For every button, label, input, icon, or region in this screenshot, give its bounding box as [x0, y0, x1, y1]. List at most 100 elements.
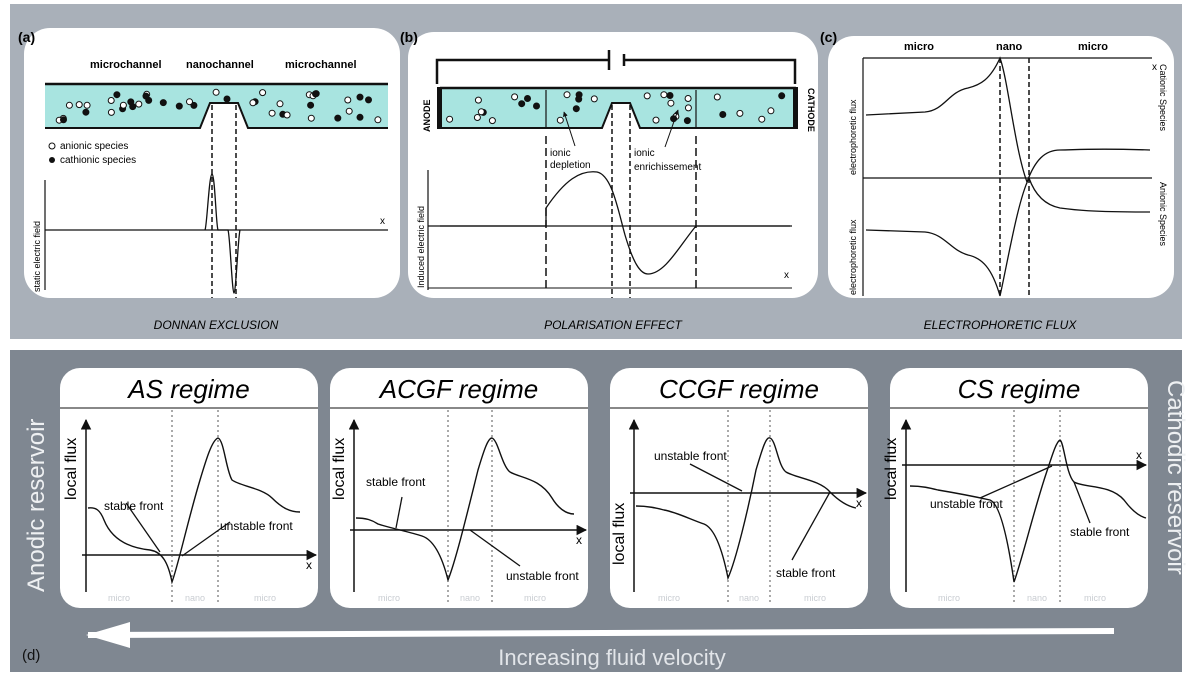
local-flux-curve — [635, 437, 857, 581]
cation-dot — [82, 108, 90, 116]
velocity-arrow — [86, 622, 1114, 648]
anion-legend-icon — [48, 142, 56, 150]
cation-dot — [142, 92, 150, 100]
axis-x-label-c: x — [1152, 62, 1157, 73]
zone-label: nano — [460, 593, 480, 603]
anion-dot — [473, 114, 481, 121]
anion-dot — [767, 107, 775, 115]
panel-d-letter: (d) — [22, 647, 40, 664]
depletion-label-2: depletion — [550, 160, 591, 171]
axis-x-label: x — [1136, 448, 1142, 462]
anion-dot — [758, 115, 766, 123]
cation-dot — [312, 90, 319, 98]
stable-front-label: stable front — [776, 566, 836, 580]
anion-dot — [119, 101, 127, 109]
cation-dot — [334, 114, 342, 122]
unstable-front-pointer — [469, 529, 521, 567]
unstable-front-label: unstable front — [220, 519, 293, 533]
label-nano-c: nano — [996, 41, 1023, 53]
axis-y-label: local flux — [611, 503, 628, 565]
zone-label: nano — [185, 593, 205, 603]
stable-front-label: stable front — [104, 499, 164, 513]
stable-front-pointer — [395, 496, 403, 529]
cation-legend-icon — [49, 157, 55, 163]
anion-dot — [307, 114, 315, 122]
local-flux-curve — [909, 439, 1147, 583]
anion-dot — [186, 98, 193, 106]
anion-dot — [249, 99, 257, 107]
right-label-anionic: Anionic Species — [1158, 182, 1168, 247]
panel-c-card — [828, 36, 1174, 298]
label-nanochannel: nanochannel — [186, 59, 254, 71]
label-micro-left-c: micro — [904, 41, 934, 53]
axis-y-label: local flux — [63, 438, 80, 500]
cation-dot — [190, 101, 198, 109]
cation-dot — [365, 96, 372, 104]
unstable-front-pointer — [689, 463, 743, 492]
cathode-electrode — [793, 87, 798, 129]
curve-static-field — [204, 173, 241, 294]
panel-c: (c) micro nano micro x electrophoretic f… — [820, 29, 1174, 332]
anion-dot — [660, 91, 668, 99]
unstable-front-pointer — [181, 521, 231, 557]
zone-label: micro — [254, 593, 276, 603]
cation-dot — [127, 98, 135, 106]
zone-label: micro — [378, 593, 400, 603]
anion-dot — [107, 97, 115, 104]
anion-dot — [563, 91, 571, 99]
regime-card — [330, 368, 588, 608]
cation-dot — [518, 100, 526, 108]
regime-title: AS regime — [126, 374, 249, 404]
anion-dot — [276, 100, 284, 108]
cation-dot — [113, 91, 121, 99]
curve-cationic-flux — [865, 56, 1151, 184]
anion-dot — [345, 107, 353, 115]
anion-dot — [684, 95, 692, 102]
anion-dot — [652, 116, 660, 124]
anion-dot — [474, 96, 482, 104]
zone-label: nano — [739, 593, 759, 603]
anion-dot — [643, 92, 651, 100]
cation-dot — [533, 102, 540, 110]
regime-title: ACGF regime — [378, 374, 538, 404]
stable-front-pointer — [791, 491, 831, 561]
anion-dot — [446, 115, 454, 123]
anion-dot — [75, 101, 83, 109]
panel-b: (b) ANODE CATHODE ionic depletion ionic … — [400, 29, 818, 332]
enrichment-label-2: enrichissement — [634, 162, 701, 173]
legend-anionic: anionic species — [60, 141, 128, 152]
cation-dot — [307, 101, 315, 109]
anion-dot — [488, 117, 496, 125]
anion-dot — [344, 96, 352, 104]
cation-dot — [683, 117, 691, 125]
right-label-cationic: Cationic Species — [1158, 64, 1168, 132]
anion-dot — [477, 108, 485, 116]
zone-label: micro — [524, 593, 546, 603]
anion-dot — [268, 109, 276, 117]
zone-label: micro — [938, 593, 960, 603]
panel-b-card — [408, 32, 818, 298]
cation-dot — [175, 102, 183, 110]
cation-dot — [719, 111, 727, 118]
velocity-label: Increasing fluid velocity — [498, 645, 725, 670]
unstable-front-pointer — [979, 465, 1053, 499]
species-dots-a — [55, 88, 382, 124]
anion-dot — [684, 104, 692, 112]
regime-title: CS regime — [958, 374, 1081, 404]
label-microchannel-right: microchannel — [285, 59, 357, 71]
cation-dot — [159, 99, 167, 107]
anion-dot — [511, 93, 519, 101]
enrichment-arrow — [664, 109, 679, 148]
label-microchannel-left: microchannel — [90, 59, 162, 71]
curve-induced-field — [440, 171, 790, 275]
cation-dot — [356, 113, 364, 121]
unstable-front-label: unstable front — [506, 569, 579, 583]
anode-electrode — [437, 87, 442, 129]
anion-dot — [135, 100, 143, 108]
circuit-right — [622, 54, 797, 84]
axis-y-label: local flux — [883, 438, 900, 500]
unstable-front-label: unstable front — [930, 497, 1003, 511]
